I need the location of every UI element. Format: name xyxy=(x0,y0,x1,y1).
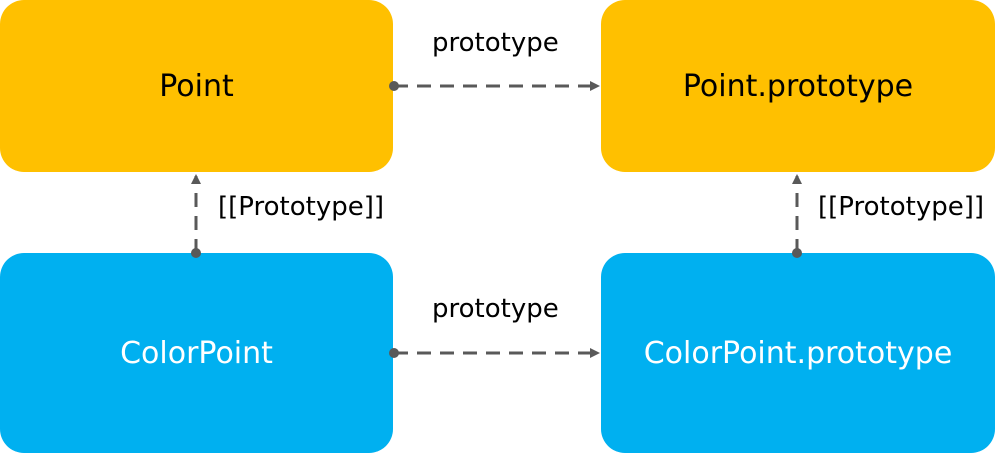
colorpoint-prototype-edge xyxy=(389,348,600,358)
point-node: Point xyxy=(0,0,393,172)
internal-prototype-label-left: [[Prototype]] xyxy=(218,192,385,222)
prototype-edge-label-top: prototype xyxy=(432,28,559,58)
prototype-edge-label-bottom: prototype xyxy=(432,294,559,324)
colorpoint-prototype-to-point-prototype-edge xyxy=(792,174,802,258)
colorpoint-prototype-node-label: ColorPoint.prototype xyxy=(643,335,953,371)
colorpoint-prototype-node: ColorPoint.prototype xyxy=(601,253,995,453)
point-prototype-node-label: Point.prototype xyxy=(682,68,914,104)
internal-prototype-label-right: [[Prototype]] xyxy=(818,192,985,222)
point-prototype-node: Point.prototype xyxy=(601,0,995,172)
colorpoint-node-label: ColorPoint xyxy=(120,335,273,371)
colorpoint-to-point-edge xyxy=(191,174,201,258)
point-node-label: Point xyxy=(159,68,234,104)
point-prototype-edge xyxy=(389,81,600,91)
colorpoint-node: ColorPoint xyxy=(0,253,393,453)
